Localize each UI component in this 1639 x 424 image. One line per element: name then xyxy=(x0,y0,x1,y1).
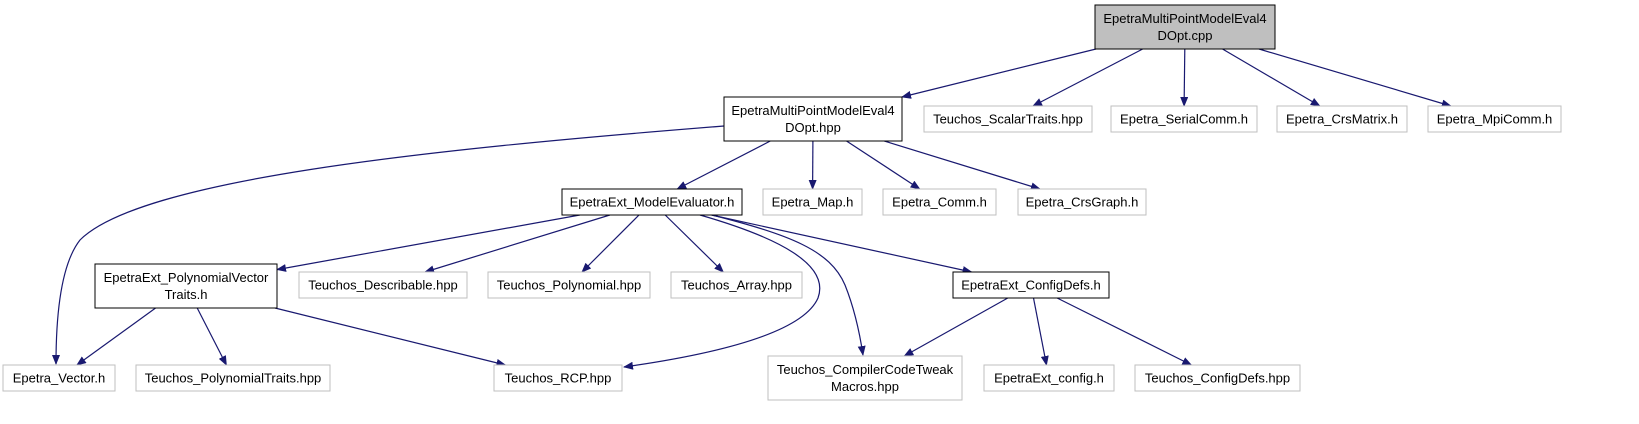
edge-configdefs-to-extconfig xyxy=(1032,297,1049,366)
edge-modelevaluator-to-rcp xyxy=(623,214,821,370)
node-box xyxy=(135,364,331,392)
node-label-line: Epetra_CrsGraph.h xyxy=(1026,195,1139,210)
node-box xyxy=(1276,105,1408,133)
edges-layer xyxy=(52,48,1452,370)
node-label-line: Epetra_CrsMatrix.h xyxy=(1286,112,1398,127)
node-box xyxy=(94,263,278,309)
edge-hpp-to-comm xyxy=(846,140,921,190)
edge-hpp-to-vector xyxy=(52,125,725,365)
node-box xyxy=(2,364,116,392)
node-polynomial: Teuchos_Polynomial.hpp xyxy=(487,271,651,299)
node-vector: Epetra_Vector.h xyxy=(2,364,116,392)
edge-polyvectraits-to-rcp xyxy=(274,307,507,367)
node-label-line: EpetraExt_ModelEvaluator.h xyxy=(570,195,735,210)
node-rcp: Teuchos_RCP.hpp xyxy=(493,364,623,392)
node-label-line: EpetraMultiPointModelEval4 xyxy=(731,103,894,118)
node-label-line: DOpt.cpp xyxy=(1158,28,1213,43)
node-label-line: EpetraExt_ConfigDefs.h xyxy=(961,278,1100,293)
edge-hpp-to-modelevaluator xyxy=(676,140,771,190)
node-box xyxy=(762,188,863,216)
node-box xyxy=(952,271,1110,299)
node-box xyxy=(1017,188,1147,216)
node-serialcomm: Epetra_SerialComm.h xyxy=(1110,105,1258,133)
node-label-line: Teuchos_RCP.hpp xyxy=(505,371,612,386)
node-scalartraits: Teuchos_ScalarTraits.hpp xyxy=(923,105,1093,133)
node-box xyxy=(493,364,623,392)
edge-root-to-serialcomm xyxy=(1180,48,1189,107)
node-label-line: Epetra_Vector.h xyxy=(13,371,106,386)
node-label-line: Teuchos_ScalarTraits.hpp xyxy=(933,112,1083,127)
node-box xyxy=(882,188,997,216)
edge-modelevaluator-to-polyvectraits xyxy=(276,214,581,272)
node-crsgraph: Epetra_CrsGraph.h xyxy=(1017,188,1147,216)
node-box xyxy=(923,105,1093,133)
node-label-line: Epetra_Map.h xyxy=(772,195,854,210)
edge-configdefs-to-tconfigdefs xyxy=(1056,297,1193,366)
node-label-line: Epetra_MpiComm.h xyxy=(1437,112,1553,127)
node-box xyxy=(723,96,903,142)
node-label-line: Traits.h xyxy=(165,287,208,302)
node-box xyxy=(1110,105,1258,133)
node-label-line: Epetra_SerialComm.h xyxy=(1120,112,1248,127)
node-label-line: Teuchos_PolynomialTraits.hpp xyxy=(145,371,322,386)
node-box xyxy=(298,271,468,299)
node-label-line: EpetraExt_PolynomialVector xyxy=(104,270,269,285)
edge-hpp-to-crsgraph xyxy=(884,140,1041,191)
edge-root-to-crsmatrix xyxy=(1222,48,1321,107)
edge-modelevaluator-to-configdefs xyxy=(711,214,973,274)
node-label-line: Macros.hpp xyxy=(831,379,899,394)
node-box xyxy=(1427,105,1562,133)
node-tconfigdefs: Teuchos_ConfigDefs.hpp xyxy=(1134,364,1301,392)
node-box xyxy=(1094,4,1276,50)
edge-root-to-mpicomm xyxy=(1258,48,1452,108)
node-configdefs[interactable]: EpetraExt_ConfigDefs.h xyxy=(952,271,1110,299)
node-box xyxy=(561,188,743,216)
node-array: Teuchos_Array.hpp xyxy=(670,271,803,299)
node-label-line: Teuchos_Polynomial.hpp xyxy=(497,278,642,293)
node-label-line: Teuchos_ConfigDefs.hpp xyxy=(1145,371,1290,386)
node-label-line: Teuchos_Describable.hpp xyxy=(308,278,458,293)
node-label-line: Teuchos_CompilerCodeTweak xyxy=(777,362,954,377)
node-box xyxy=(1134,364,1301,392)
edge-modelevaluator-to-array xyxy=(664,214,725,273)
node-label-line: Epetra_Comm.h xyxy=(892,195,987,210)
node-label-line: EpetraExt_config.h xyxy=(994,371,1104,386)
node-label-line: EpetraMultiPointModelEval4 xyxy=(1103,11,1266,26)
edge-root-to-scalartraits xyxy=(1032,48,1143,107)
edge-modelevaluator-to-describable xyxy=(424,214,611,274)
nodes-layer: EpetraMultiPointModelEval4DOpt.cppEpetra… xyxy=(2,4,1562,401)
node-describable: Teuchos_Describable.hpp xyxy=(298,271,468,299)
edge-modelevaluator-to-polynomial xyxy=(581,214,640,273)
edge-modelevaluator-to-compilertweak xyxy=(711,214,866,356)
node-label-line: Teuchos_Array.hpp xyxy=(681,278,792,293)
node-box xyxy=(670,271,803,299)
node-extconfig: EpetraExt_config.h xyxy=(983,364,1115,392)
node-comm: Epetra_Comm.h xyxy=(882,188,997,216)
edge-root-to-hpp xyxy=(901,48,1097,99)
node-polytraits: Teuchos_PolynomialTraits.hpp xyxy=(135,364,331,392)
edge-polyvectraits-to-vector xyxy=(76,307,156,366)
node-box xyxy=(487,271,651,299)
node-map: Epetra_Map.h xyxy=(762,188,863,216)
node-crsmatrix: Epetra_CrsMatrix.h xyxy=(1276,105,1408,133)
node-label-line: DOpt.hpp xyxy=(785,120,841,135)
node-box xyxy=(767,355,963,401)
node-mpicomm: Epetra_MpiComm.h xyxy=(1427,105,1562,133)
node-box xyxy=(983,364,1115,392)
node-modelevaluator[interactable]: EpetraExt_ModelEvaluator.h xyxy=(561,188,743,216)
edge-configdefs-to-compilertweak xyxy=(903,297,1009,357)
edge-polyvectraits-to-polytraits xyxy=(196,307,227,366)
